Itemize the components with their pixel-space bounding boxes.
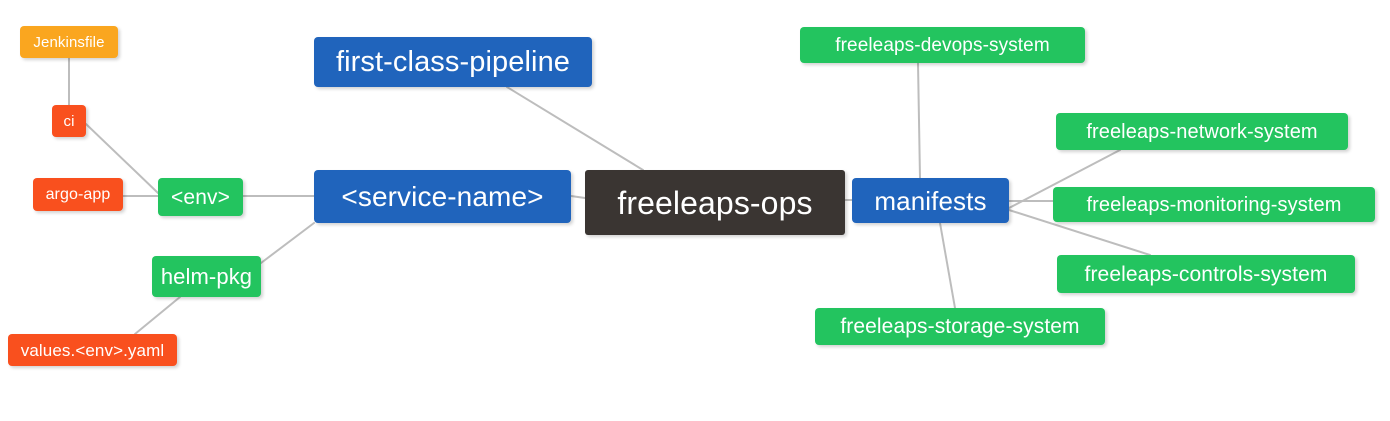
edge-service-name-to-helm-pkg: [260, 222, 315, 264]
mindmap-node-storage-system[interactable]: freeleaps-storage-system: [815, 308, 1105, 345]
edge-service-name-to-freeleaps-ops: [570, 195, 586, 199]
mindmap-node-env[interactable]: <env>: [158, 178, 243, 216]
mindmap-node-first-class-pipeline[interactable]: first-class-pipeline: [314, 37, 592, 87]
mindmap-node-devops-system[interactable]: freeleaps-devops-system: [800, 27, 1085, 63]
mindmap-node-network-system[interactable]: freeleaps-network-system: [1056, 113, 1348, 150]
edge-manifests-to-network-system: [1008, 149, 1121, 209]
mindmap-node-values-yaml[interactable]: values.<env>.yaml: [8, 334, 177, 366]
edge-manifests-to-storage-system: [939, 222, 956, 309]
edge-ci-to-env: [85, 123, 159, 194]
mindmap-node-manifests[interactable]: manifests: [852, 178, 1009, 223]
edge-helm-pkg-to-values-yaml: [134, 296, 181, 335]
mindmap-node-controls-system[interactable]: freeleaps-controls-system: [1057, 255, 1355, 293]
edge-manifests-to-devops-system: [917, 62, 921, 179]
mindmap-node-freeleaps-ops[interactable]: freeleaps-ops: [585, 170, 845, 235]
edge-manifests-to-controls-system: [1008, 209, 1151, 256]
edge-first-class-pipeline-to-freeleaps-ops: [506, 86, 644, 171]
mindmap-node-monitoring-system[interactable]: freeleaps-monitoring-system: [1053, 187, 1375, 222]
mindmap-node-ci[interactable]: ci: [52, 105, 86, 137]
mindmap-node-jenkinsfile[interactable]: Jenkinsfile: [20, 26, 118, 58]
mindmap-node-helm-pkg[interactable]: helm-pkg: [152, 256, 261, 297]
mindmap-node-service-name[interactable]: <service-name>: [314, 170, 571, 223]
mindmap-node-argo-app[interactable]: argo-app: [33, 178, 123, 211]
